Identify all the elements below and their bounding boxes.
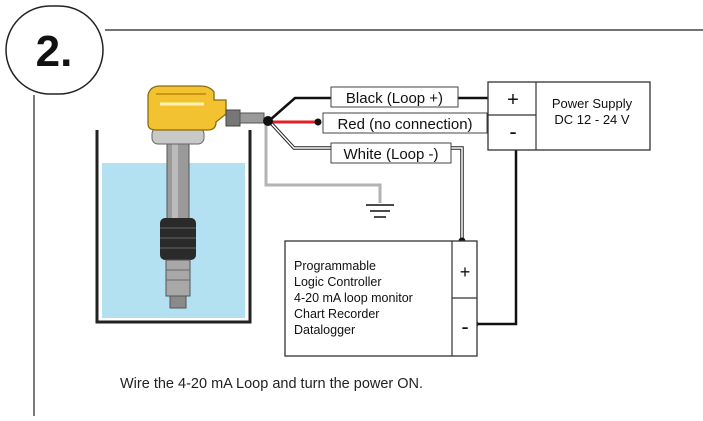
white-wire-label: White (Loop -) [330,142,452,164]
step-frame [33,29,703,416]
sensor-probe [165,259,191,297]
tank-walls [95,130,252,324]
power-minus-terminal: - [509,119,516,144]
red-wire-text: Red (no connection) [337,116,472,133]
controller-line: 4-20 mA loop monitor [294,291,413,305]
black-wire-label: Black (Loop +) [330,86,459,108]
power-plus-terminal: + [507,89,519,111]
step-number: 2. [36,27,73,76]
return-wire [475,145,518,326]
sensor-housing [147,85,227,131]
controller-line: Chart Recorder [294,307,379,321]
drain-wire [264,124,382,203]
power-supply-title: Power Supply [552,96,633,111]
black-wire-text: Black (Loop +) [346,90,443,107]
controller: + - Programmable Logic Controller 4-20 m… [284,240,478,357]
white-wire-text: White (Loop -) [343,146,438,163]
sensor-coupling [160,218,196,260]
white-wire [268,120,464,241]
instruction-text: Wire the 4-20 mA Loop and turn the power… [120,376,423,392]
red-wire-label: Red (no connection) [322,112,488,134]
controller-line: Programmable [294,259,376,273]
step-badge: 2. [5,5,104,95]
power-supply: + - Power Supply DC 12 - 24 V [487,81,651,151]
controller-line: Logic Controller [294,275,382,289]
controller-minus-terminal: - [461,314,468,339]
controller-plus-terminal: + [460,262,471,282]
power-supply-voltage: DC 12 - 24 V [554,112,629,127]
sensor-connector [225,109,241,127]
ground-icon [366,204,394,218]
controller-line: Datalogger [294,323,355,337]
sensor [147,85,265,309]
